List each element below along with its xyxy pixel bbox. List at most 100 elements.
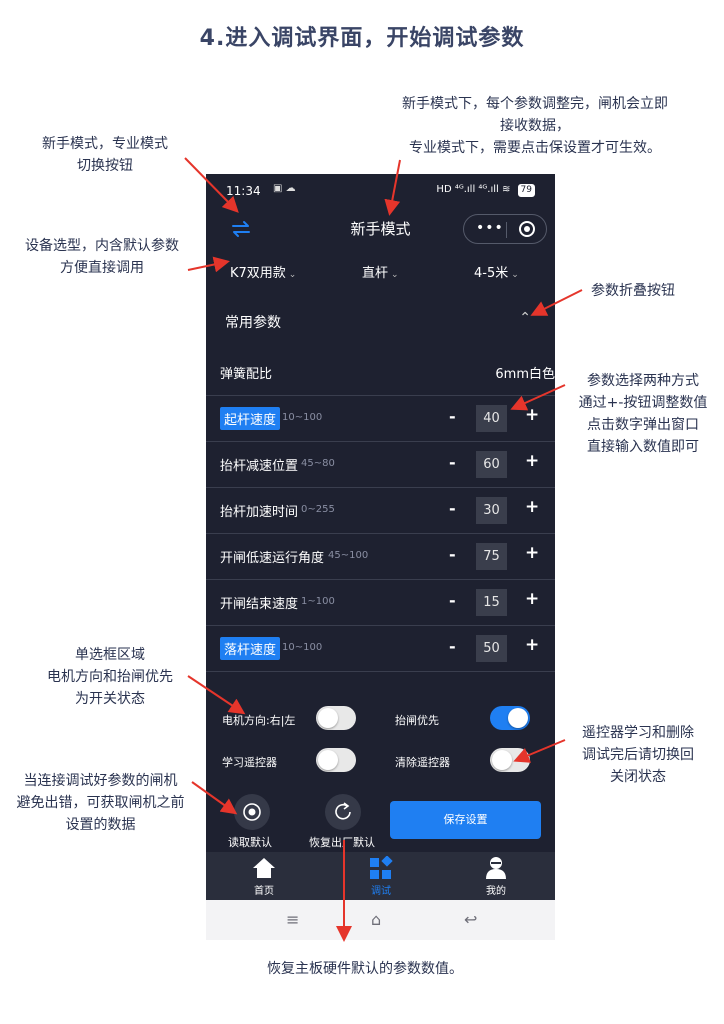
param-range: 10~100 bbox=[282, 642, 323, 653]
battery-icon: 79 bbox=[517, 184, 535, 197]
note-mode-switch: 新手模式，专业模式 切换按钮 bbox=[42, 136, 168, 174]
home-icon bbox=[253, 858, 275, 878]
phone-screen: 11:34 ▣ ☁ HD ⁴ᴳ.ıll ⁴ᴳ.ıll ≋ 79 新手模式 •••… bbox=[206, 174, 555, 940]
debug-icon bbox=[370, 856, 393, 879]
plus-button[interactable]: + bbox=[525, 405, 540, 425]
param-range: 1~100 bbox=[301, 596, 335, 607]
minus-button[interactable]: - bbox=[449, 453, 456, 472]
motor-direction-label: 电机方向:右|左 bbox=[222, 714, 296, 727]
param-list: 弹簧配比 6mm白色 起杆速度 10~100 - 40 + 抬杆减速位置 45~… bbox=[206, 350, 555, 690]
more-icon[interactable]: ••• bbox=[476, 220, 504, 236]
param-value-input[interactable]: 75 bbox=[476, 543, 507, 570]
pole-select[interactable]: 直杆⌄ bbox=[362, 262, 399, 281]
chevron-down-icon: ⌄ bbox=[511, 270, 519, 280]
plus-button[interactable]: + bbox=[525, 589, 540, 609]
clear-remote-toggle[interactable] bbox=[490, 748, 530, 772]
mode-switch-icon[interactable] bbox=[230, 219, 252, 239]
minus-button[interactable]: - bbox=[449, 545, 456, 564]
param-name: 开闸结束速度 bbox=[220, 597, 299, 612]
note-remote: 遥控器学习和删除 调试完后请切换回 关闭状态 bbox=[582, 725, 694, 785]
learn-remote-label: 学习遥控器 bbox=[222, 756, 277, 769]
status-time: 11:34 bbox=[226, 184, 261, 198]
length-select[interactable]: 4-5米⌄ bbox=[474, 262, 519, 281]
model-select-value: K7双用款 bbox=[230, 266, 286, 281]
status-signal: HD ⁴ᴳ.ıll ⁴ᴳ.ıll ≋ 79 bbox=[436, 184, 535, 197]
param-value-input[interactable]: 40 bbox=[476, 405, 507, 432]
restore-factory-button[interactable] bbox=[325, 794, 361, 830]
param-row: 抬杆加速时间 0~255 - 30 + bbox=[206, 488, 555, 534]
param-name: 开闸低速运行角度 bbox=[220, 551, 325, 566]
param-value-input[interactable]: 30 bbox=[476, 497, 507, 524]
capsule-divider bbox=[506, 222, 507, 238]
home-nav-icon[interactable]: ⌂ bbox=[371, 910, 382, 929]
section-header: 常用参数 ⌃ bbox=[206, 304, 555, 340]
back-icon[interactable]: ↩ bbox=[464, 910, 478, 929]
motor-direction-toggle[interactable] bbox=[316, 706, 356, 730]
param-row: 开闸结束速度 1~100 - 15 + bbox=[206, 580, 555, 626]
param-range: 45~100 bbox=[328, 550, 369, 561]
length-select-value: 4-5米 bbox=[474, 266, 509, 281]
tab-label: 我的 bbox=[486, 886, 506, 897]
read-default-button[interactable] bbox=[234, 794, 270, 830]
restore-factory-label: 恢复出厂默认 bbox=[309, 836, 375, 849]
plus-button[interactable]: + bbox=[525, 497, 540, 517]
lift-priority-label: 抬闸优先 bbox=[395, 714, 439, 727]
lift-priority-toggle[interactable] bbox=[490, 706, 530, 730]
action-bar: 读取默认 恢复出厂默认 保存设置 bbox=[206, 792, 555, 852]
param-row: 开闸低速运行角度 45~100 - 75 + bbox=[206, 534, 555, 580]
minus-button[interactable]: - bbox=[449, 499, 456, 518]
mini-program-capsule: ••• bbox=[463, 214, 547, 244]
mode-title: 新手模式 bbox=[350, 220, 411, 238]
note-read-default: 当连接调试好参数的闸机 避免出错，可获取闸机之前 设置的数据 bbox=[16, 773, 185, 833]
plus-button[interactable]: + bbox=[525, 543, 540, 563]
status-app-icons: ▣ ☁ bbox=[273, 183, 296, 194]
status-bar: 11:34 ▣ ☁ HD ⁴ᴳ.ıll ⁴ᴳ.ıll ≋ 79 bbox=[206, 174, 555, 210]
menu-icon[interactable]: ≡ bbox=[286, 910, 300, 929]
pole-select-value: 直杆 bbox=[362, 266, 389, 281]
note-fold-button: 参数折叠按钮 bbox=[591, 283, 675, 299]
tab-label: 调试 bbox=[371, 886, 391, 897]
param-value-input[interactable]: 50 bbox=[476, 635, 507, 662]
tab-bar: 首页 调试 我的 bbox=[206, 852, 555, 900]
param-value[interactable]: 6mm白色 bbox=[495, 367, 555, 382]
signal-icons: HD ⁴ᴳ.ıll ⁴ᴳ.ıll ≋ bbox=[436, 184, 511, 195]
plus-button[interactable]: + bbox=[525, 451, 540, 471]
tab-mine[interactable]: 我的 bbox=[466, 856, 526, 897]
param-range: 10~100 bbox=[282, 412, 323, 423]
param-name: 弹簧配比 bbox=[220, 367, 273, 382]
param-row: 落杆速度 10~100 - 50 + bbox=[206, 626, 555, 672]
chevron-down-icon: ⌄ bbox=[288, 270, 297, 280]
tab-label: 首页 bbox=[254, 886, 274, 897]
close-target-icon[interactable] bbox=[519, 221, 535, 237]
read-default-label: 读取默认 bbox=[228, 836, 272, 849]
minus-button[interactable]: - bbox=[449, 591, 456, 610]
fold-icon[interactable]: ⌃ bbox=[519, 310, 531, 326]
param-name: 抬杆加速时间 bbox=[220, 505, 299, 520]
plus-button[interactable]: + bbox=[525, 635, 540, 655]
minus-button[interactable]: - bbox=[449, 637, 456, 656]
user-icon bbox=[486, 857, 506, 879]
section-label: 常用参数 bbox=[225, 315, 281, 331]
device-selectors: K7双用款⌄ 直杆⌄ 4-5米⌄ bbox=[206, 260, 555, 284]
clear-remote-label: 清除遥控器 bbox=[395, 756, 450, 769]
tab-debug[interactable]: 调试 bbox=[351, 856, 411, 897]
param-row: 抬杆减速位置 45~80 - 60 + bbox=[206, 442, 555, 488]
param-name: 起杆速度 bbox=[220, 407, 281, 430]
param-row: 起杆速度 10~100 - 40 + bbox=[206, 396, 555, 442]
param-value-input[interactable]: 15 bbox=[476, 589, 507, 616]
model-select[interactable]: K7双用款⌄ bbox=[230, 262, 296, 281]
note-restore-factory: 恢复主板硬件默认的参数数值。 bbox=[267, 961, 463, 977]
note-param-input: 参数选择两种方式 通过+-按钮调整数值 点击数字弹出窗口 直接输入数值即可 bbox=[578, 373, 708, 455]
toggle-area: 电机方向:右|左 抬闸优先 学习遥控器 清除遥控器 bbox=[206, 698, 555, 798]
refresh-icon bbox=[335, 802, 351, 820]
note-device-select: 设备选型，内含默认参数 方便直接调用 bbox=[25, 238, 179, 276]
system-nav-bar: ≡ ⌂ ↩ bbox=[206, 900, 555, 940]
learn-remote-toggle[interactable] bbox=[316, 748, 356, 772]
param-value-input[interactable]: 60 bbox=[476, 451, 507, 478]
page-title: 4.进入调试界面，开始调试参数 bbox=[199, 26, 525, 51]
note-radio-area: 单选框区域 电机方向和抬闸优先 为开关状态 bbox=[47, 647, 173, 707]
tab-home[interactable]: 首页 bbox=[234, 856, 294, 897]
minus-button[interactable]: - bbox=[449, 407, 456, 426]
save-button[interactable]: 保存设置 bbox=[390, 801, 541, 839]
param-range: 0~255 bbox=[301, 504, 335, 515]
